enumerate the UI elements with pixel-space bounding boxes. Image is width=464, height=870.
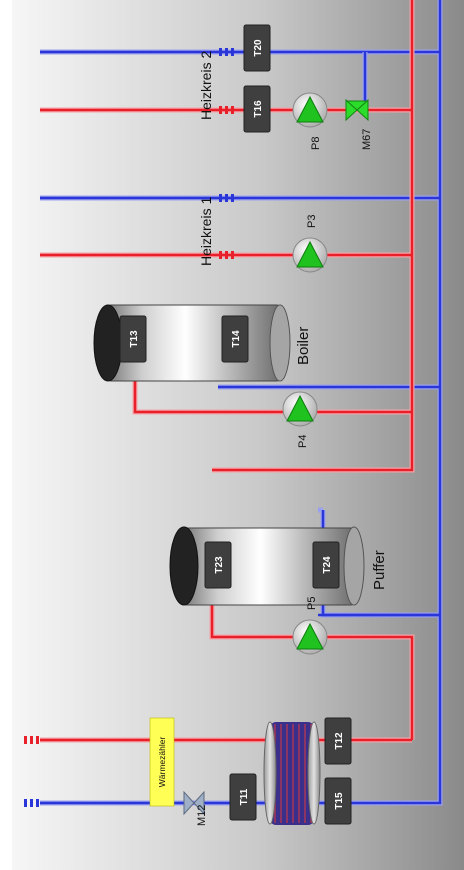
sensor-t24[interactable]: T24 [312, 541, 340, 589]
sensor-t15-label: T15 [334, 792, 345, 810]
sensor-t24-label: T24 [322, 556, 333, 574]
pump-p5[interactable]: P5 [292, 597, 328, 655]
pump-icon [292, 619, 328, 655]
valve-m12[interactable]: M12 [183, 790, 208, 826]
pipe-ends [24, 48, 234, 807]
sensor-t11[interactable]: T11 [229, 773, 257, 821]
heizkreis-2-label: Heizkreis 2 [198, 51, 214, 120]
pump-icon [282, 391, 318, 427]
heat-exchanger-icon [263, 721, 321, 825]
pump-p3-label: P3 [306, 215, 318, 228]
valve-m12-label: M12 [196, 805, 208, 826]
pump-icon [292, 92, 328, 128]
pump-icon [292, 237, 328, 273]
sensor-t20[interactable]: T20 [243, 24, 271, 72]
valve-icon [183, 790, 205, 816]
white-margin [0, 0, 12, 870]
mixer-m67-label: M67 [361, 129, 373, 150]
sensor-t16[interactable]: T16 [243, 85, 271, 133]
pump-p3[interactable]: P3 [292, 215, 328, 273]
pump-p8-label: P8 [310, 137, 322, 150]
sensor-t13-label: T13 [129, 330, 140, 348]
pump-p8[interactable]: P8 [292, 92, 328, 150]
sensor-t16-label: T16 [253, 100, 264, 118]
heizkreis-1-label: Heizkreis 1 [198, 197, 214, 266]
three-way-mixer-icon [345, 98, 369, 122]
heatmeter-box[interactable]: Wärmezähler [149, 717, 175, 807]
sensor-t14[interactable]: T14 [221, 315, 249, 363]
sensor-t23-label: T23 [214, 556, 225, 574]
boiler-label: Boiler [295, 327, 312, 365]
sensor-t20-label: T20 [253, 39, 264, 57]
sensor-t23[interactable]: T23 [204, 541, 232, 589]
pump-p5-label: P5 [306, 597, 318, 610]
sensor-t14-label: T14 [231, 330, 242, 348]
sensor-t15[interactable]: T15 [324, 777, 352, 825]
sensor-t11-label: T11 [239, 788, 250, 805]
pump-p4-label: P4 [297, 435, 309, 448]
sensor-t12[interactable]: T12 [324, 717, 352, 765]
background-panel [12, 0, 464, 870]
pump-p4[interactable]: P4 [282, 391, 318, 448]
heatmeter-label: Wärmezähler [157, 737, 167, 788]
mixer-m67[interactable]: M67 [345, 98, 373, 150]
sensor-t12-label: T12 [334, 732, 345, 750]
puffer-label: Puffer [371, 550, 388, 590]
sensor-t13[interactable]: T13 [119, 315, 147, 363]
